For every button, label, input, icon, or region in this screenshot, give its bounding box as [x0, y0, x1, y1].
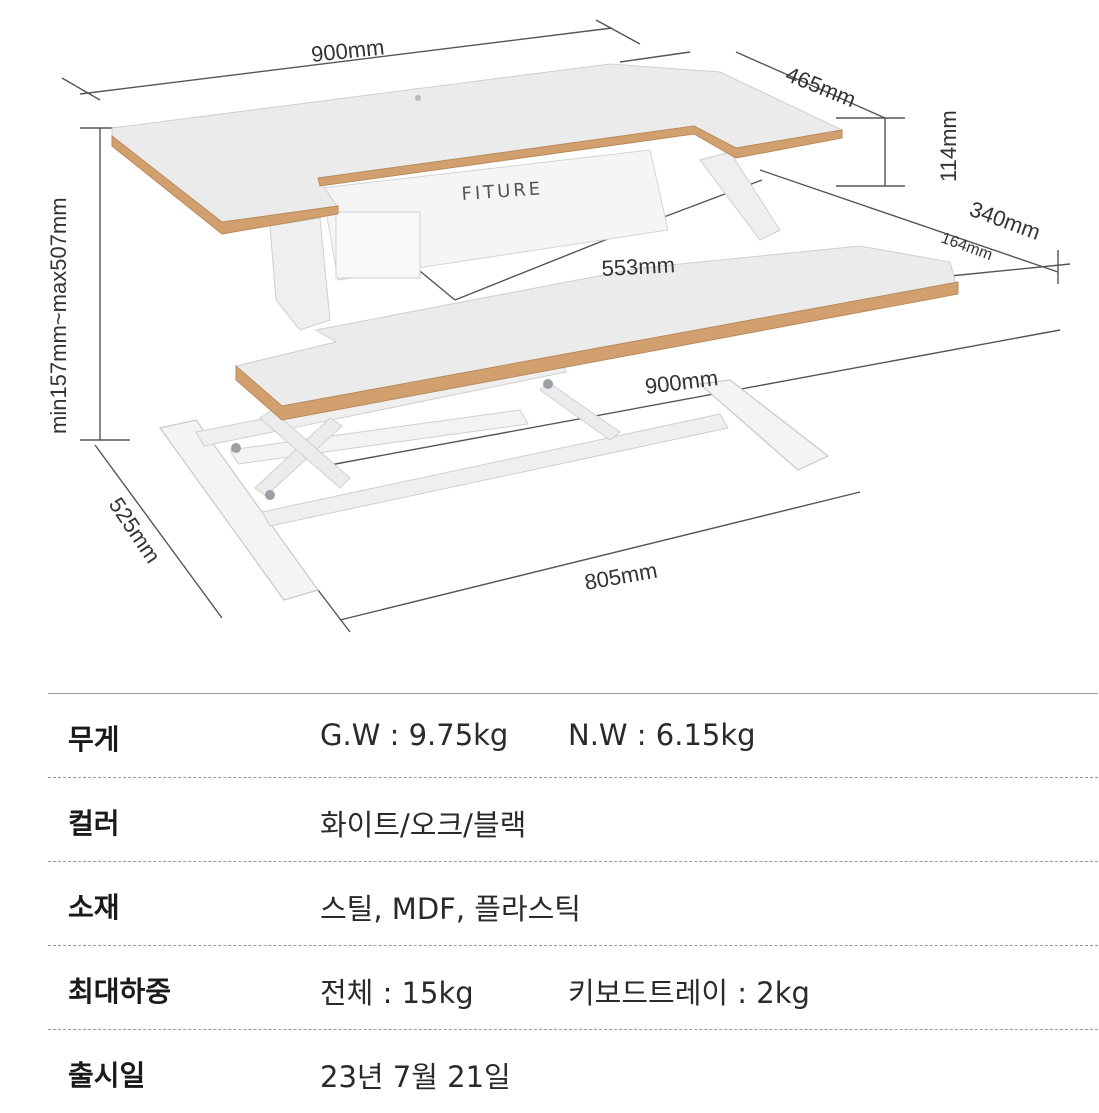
spec-label: 출시일 [68, 1059, 146, 1092]
dim-tray-offset: 164mm [939, 230, 995, 264]
product-dimension-diagram: FITURE 900mm 465mm min157mm~max507mm 114… [46, 19, 1071, 633]
desk-top [111, 63, 844, 235]
dim-base-width: 805mm [583, 558, 660, 595]
riser: FITURE [269, 149, 781, 331]
spec-value: 화이트/오크/블랙 [320, 808, 527, 842]
spec-value: G.W : 9.75kg [320, 718, 509, 752]
spec-label: 무게 [68, 723, 120, 756]
spec-row-weight: 무게 G.W : 9.75kg N.W : 6.15kg [48, 693, 1098, 777]
spec-row-color: 컬러 화이트/오크/블랙 [48, 777, 1098, 861]
dim-top-depth: 465mm [782, 61, 859, 112]
spec-label: 최대하중 [68, 975, 172, 1008]
dim-tray-width: 900mm [644, 365, 720, 399]
pen-holder [335, 211, 421, 279]
dim-tray-depth: 340mm [966, 196, 1043, 245]
base-frame [158, 359, 830, 601]
spec-label: 소재 [68, 891, 120, 924]
spec-value-secondary: N.W : 6.15kg [568, 718, 756, 752]
spec-value-secondary: 키보드트레이 : 2kg [568, 976, 810, 1010]
dim-top-width: 900mm [310, 34, 386, 67]
spec-table: 무게 G.W : 9.75kg N.W : 6.15kg 컬러 화이트/오크/블… [48, 693, 1098, 1113]
spec-row-release-date: 출시일 23년 7월 21일 [48, 1029, 1098, 1113]
spec-value: 23년 7월 21일 [320, 1060, 511, 1094]
dimension-lines [61, 19, 1071, 633]
spec-row-max-load: 최대하중 전체 : 15kg 키보드트레이 : 2kg [48, 945, 1098, 1029]
dim-gap-height: 114mm [936, 110, 961, 182]
dim-height-range: min157mm~max507mm [46, 197, 71, 434]
keyboard-tray [235, 245, 959, 421]
spec-value: 스틸, MDF, 플라스틱 [320, 892, 581, 926]
dim-base-depth: 525mm [104, 493, 166, 568]
spec-value: 전체 : 15kg [320, 976, 474, 1010]
dim-inner-width: 553mm [601, 252, 676, 281]
spec-label: 컬러 [68, 807, 120, 840]
spec-row-material: 소재 스틸, MDF, 플라스틱 [48, 861, 1098, 945]
